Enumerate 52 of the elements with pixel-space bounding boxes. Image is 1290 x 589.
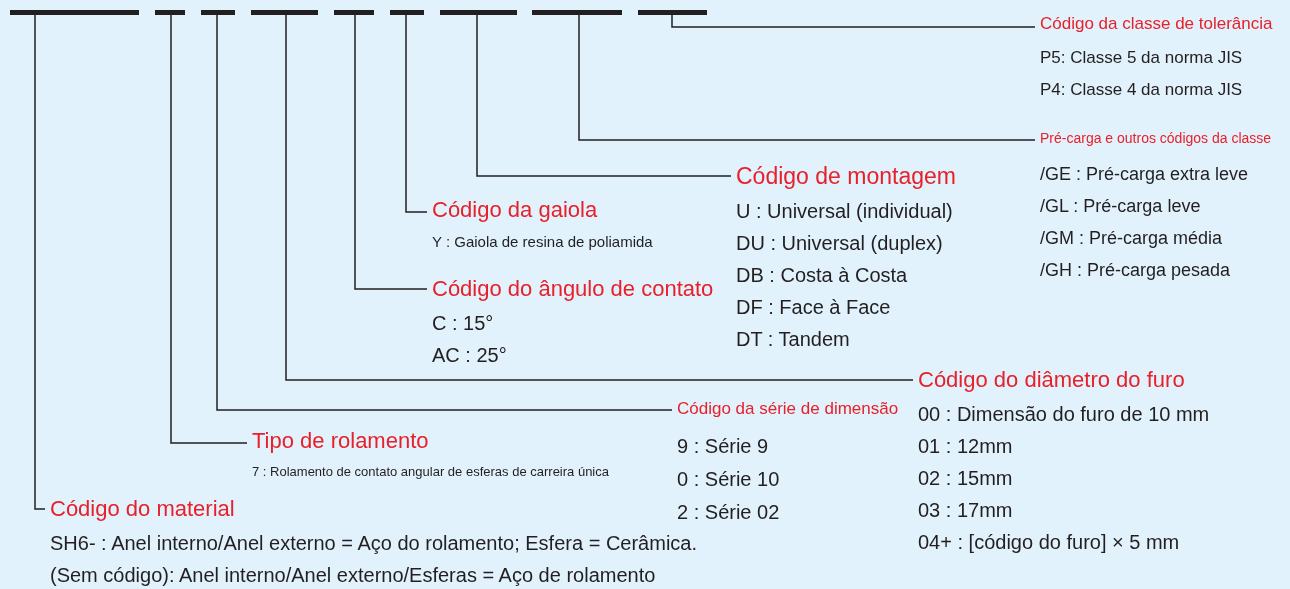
leader-line bbox=[476, 14, 732, 177]
code-heading: Código da gaiola bbox=[432, 197, 598, 223]
code-position-bar bbox=[251, 10, 318, 15]
code-description: DT : Tandem bbox=[736, 328, 850, 351]
code-description: AC : 25° bbox=[432, 344, 507, 367]
code-description: DF : Face à Face bbox=[736, 296, 891, 319]
code-heading: Pré-carga e outros códigos da classe bbox=[1040, 130, 1272, 146]
leader-line bbox=[285, 14, 914, 381]
leader-line bbox=[671, 14, 1036, 28]
code-description: 03 : 17mm bbox=[918, 499, 1013, 522]
code-description: DB : Costa à Costa bbox=[736, 264, 908, 287]
leader-line bbox=[354, 14, 428, 290]
code-heading: Código da classe de tolerância bbox=[1040, 14, 1273, 34]
code-position-bar bbox=[334, 10, 374, 15]
code-position-bar bbox=[201, 10, 235, 15]
code-description: U : Universal (individual) bbox=[736, 200, 953, 223]
leader-line bbox=[578, 14, 1036, 141]
code-description: 0 : Série 10 bbox=[677, 468, 780, 491]
code-description: 01 : 12mm bbox=[918, 435, 1013, 458]
code-position-bar bbox=[10, 10, 139, 15]
code-heading: Código de montagem bbox=[736, 163, 956, 190]
code-description: 2 : Série 02 bbox=[677, 501, 780, 524]
code-description: DU : Universal (duplex) bbox=[736, 232, 943, 255]
code-position-bar bbox=[638, 10, 707, 15]
code-description: /GH : Pré-carga pesada bbox=[1040, 260, 1231, 281]
code-heading: Código do diâmetro do furo bbox=[918, 367, 1185, 393]
code-position-bar bbox=[390, 10, 424, 15]
leader-line bbox=[34, 14, 46, 510]
code-heading: Código da série de dimensão bbox=[677, 399, 899, 419]
code-description: 7 : Rolamento de contato angular de esferas de carreira única bbox=[252, 464, 609, 479]
code-description: 04+ : [código do furo] × 5 mm bbox=[918, 531, 1180, 554]
code-description: C : 15° bbox=[432, 312, 494, 335]
code-description: (Sem código): Anel interno/Anel externo/Esferas = Aço de rolamento bbox=[50, 564, 656, 587]
code-description: 00 : Dimensão do furo de 10 mm bbox=[918, 403, 1210, 426]
code-description: Y : Gaiola de resina de poliamida bbox=[432, 233, 653, 250]
code-description: /GE : Pré-carga extra leve bbox=[1040, 164, 1249, 185]
code-position-bar bbox=[155, 10, 185, 15]
code-position-bar bbox=[532, 10, 622, 15]
code-heading: Código do material bbox=[50, 496, 235, 522]
code-description: P5: Classe 5 da norma JIS bbox=[1040, 48, 1243, 68]
code-heading: Código do ângulo de contato bbox=[432, 276, 714, 302]
code-description: /GM : Pré-carga média bbox=[1040, 228, 1223, 249]
code-description: P4: Classe 4 da norma JIS bbox=[1040, 80, 1243, 100]
code-position-bar bbox=[440, 10, 517, 15]
code-description: 02 : 15mm bbox=[918, 467, 1013, 490]
leader-line bbox=[405, 14, 428, 213]
code-description: SH6- : Anel interno/Anel externo = Aço do rolamento; Esfera = Cerâmica. bbox=[50, 532, 697, 555]
code-description: /GL : Pré-carga leve bbox=[1040, 196, 1201, 217]
leader-line bbox=[216, 14, 673, 411]
code-heading: Tipo de rolamento bbox=[252, 428, 429, 454]
leader-line bbox=[170, 14, 248, 444]
code-description: 9 : Série 9 bbox=[677, 435, 769, 458]
